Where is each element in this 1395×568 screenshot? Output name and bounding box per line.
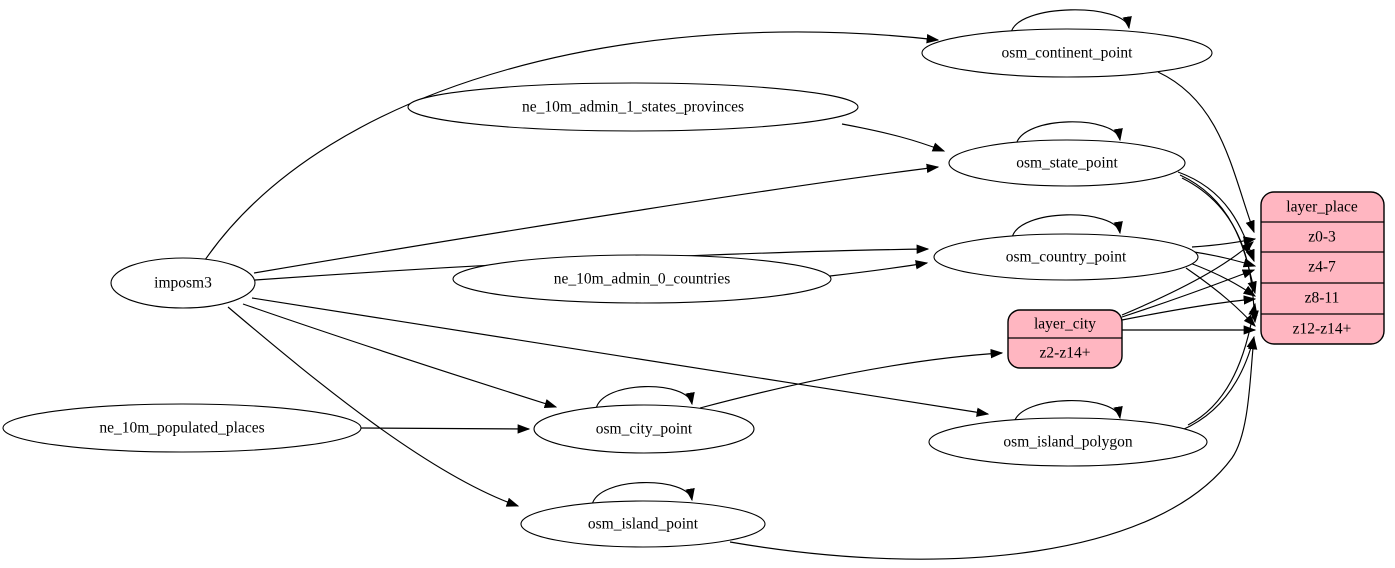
node-label: osm_state_point: [1016, 155, 1118, 172]
node-osm_city_point: osm_city_point: [533, 404, 755, 454]
node-osm_country_point: osm_country_point: [933, 233, 1199, 281]
edge-layer_city-layer_place-z4-7: [1121, 269, 1256, 318]
layer-title: layer_city: [1034, 316, 1096, 333]
node-label: ne_10m_admin_1_states_provinces: [522, 99, 744, 116]
layer-row: z4-7: [1308, 259, 1336, 276]
node-label: osm_island_point: [588, 516, 699, 533]
node-label: osm_island_polygon: [1003, 434, 1132, 451]
edge-ne_10m_populated_places-osm_city_point: [360, 424, 531, 434]
node-layer_city: layer_city z2-z14+: [1007, 309, 1123, 369]
edge-selfloop-osm_island_polygon: [1013, 400, 1123, 424]
layer-row: z12-z14+: [1293, 321, 1352, 338]
edge-osm_state_point-layer_place-z12-z14: [1181, 177, 1259, 324]
node-ne_10m_admin_1_states_provinces: ne_10m_admin_1_states_provinces: [407, 82, 859, 132]
osm_island_polygon-ellipse: [928, 417, 1208, 467]
layer_place-box: [1260, 191, 1385, 345]
node-label: imposm3: [154, 275, 212, 292]
layer-row: z0-3: [1308, 229, 1336, 246]
edge-osm_city_point-layer_city: [699, 349, 1004, 409]
edge-imposm3-osm_island_polygon: [251, 297, 990, 417]
node-label: osm_continent_point: [1002, 45, 1134, 62]
imposm3-ellipse: [110, 257, 256, 309]
ne_10m_populated_places-ellipse: [2, 403, 362, 453]
node-osm_island_polygon: osm_island_polygon: [928, 417, 1208, 467]
layer-row: z2-z14+: [1040, 345, 1091, 362]
osm_continent_point-ellipse: [921, 28, 1213, 78]
node-ne_10m_populated_places: ne_10m_populated_places: [2, 403, 362, 453]
node-label: osm_country_point: [1006, 249, 1127, 266]
osm_country_point-ellipse: [933, 233, 1199, 281]
edge-osm_country_point-layer_place-z4-7: [1193, 251, 1257, 268]
node-label: osm_city_point: [596, 421, 693, 438]
edge-ne_10m_admin_0_countries-osm_country_point: [829, 260, 929, 277]
edge-layer_city-layer_place-z0-3: [1121, 241, 1254, 316]
edge-imposm3-osm_city_point: [242, 303, 558, 409]
edge-osm_continent_point-layer_place-z0-3: [1157, 71, 1255, 234]
node-osm_island_point: osm_island_point: [520, 500, 766, 548]
edge-ne_10m_admin_1_states_provinces-osm_state_point: [841, 123, 946, 152]
edge-osm_country_point-layer_place-z0-3: [1191, 236, 1257, 248]
edge-osm_state_point-layer_place-z4-7: [1177, 171, 1255, 263]
edge-selfloop-osm_city_point: [595, 386, 695, 410]
edge-layer_city-layer_place-z8-11: [1121, 295, 1257, 321]
ne_10m_admin_0_countries-ellipse: [452, 254, 832, 304]
edge-imposm3-osm_island_point: [227, 306, 520, 507]
layer-row: z8-11: [1305, 290, 1340, 307]
layer_city-box: [1007, 309, 1123, 369]
node-layer_place: layer_place z0-3 z4-7 z8-11 z12-z14+: [1260, 191, 1385, 345]
node-osm_state_point: osm_state_point: [948, 139, 1186, 187]
edge-osm_island_point-layer_place-z12-z14: [729, 336, 1258, 560]
edge-selfloop-osm_island_point: [591, 482, 695, 506]
edge-selfloop-osm_continent_point: [1010, 9, 1132, 34]
node-label: ne_10m_admin_0_countries: [554, 271, 731, 288]
osm_state_point-ellipse: [948, 139, 1186, 187]
edge-group: [204, 9, 1259, 560]
edge-imposm3-osm_state_point: [253, 163, 940, 274]
node-imposm3: imposm3: [110, 257, 256, 309]
node-label: ne_10m_populated_places: [99, 420, 264, 437]
edge-osm_country_point-layer_place-z8-11: [1189, 262, 1257, 297]
edge-osm_country_point-layer_place-z12-z14: [1185, 267, 1256, 327]
edge-imposm3-osm_continent_point: [204, 31, 940, 261]
osm_city_point-ellipse: [533, 404, 755, 454]
layer-title: layer_place: [1286, 199, 1358, 216]
node-osm_continent_point: osm_continent_point: [921, 28, 1213, 78]
node-ne_10m_admin_0_countries: ne_10m_admin_0_countries: [452, 254, 832, 304]
edge-selfloop-osm_country_point: [1011, 214, 1123, 239]
osm_island_point-ellipse: [520, 500, 766, 548]
edge-selfloop-osm_state_point: [1015, 121, 1123, 146]
ne_10m_admin_1_states_provinces-ellipse: [407, 82, 859, 132]
